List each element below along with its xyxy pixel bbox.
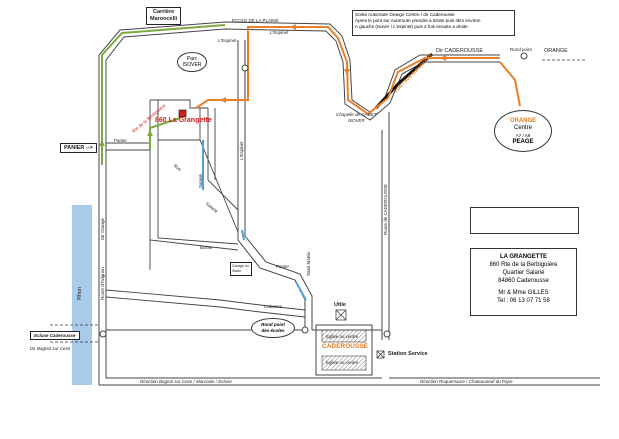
- route-orange: [195, 26, 521, 116]
- route-green-arrows: [99, 130, 153, 146]
- instructions-box: Sortie Autoroute Orange Centre / dir Cad…: [352, 10, 515, 36]
- parc-isover-line-2: ISOVER: [182, 62, 202, 68]
- contact-tel[interactable]: Tel : 06 13 07 71 58: [497, 298, 550, 304]
- orange-centre-oval: ORANGE Centre A7 / A9 PEAGE: [494, 110, 552, 152]
- rond-point-ecoles-oval: Rond point des écoles: [251, 318, 295, 338]
- carriere-line-2: Maroncelli: [150, 16, 178, 22]
- rte-avignon-label: Route d'Avignon: [100, 267, 105, 300]
- chapelle-label: Chapelle de GABET ISOVER: [336, 112, 377, 124]
- panier-road-label: Panier: [114, 138, 128, 143]
- espinet-top-label: L'Espinet: [218, 38, 237, 43]
- salarie-label: Salarié: [198, 173, 203, 188]
- ring-road: [98, 21, 500, 348]
- orange-centre-line-4: PEAGE: [512, 139, 534, 145]
- espinet-mid-label: L'Espinet: [270, 30, 289, 35]
- caderousse-town-label: CADEROUSSE: [322, 343, 368, 350]
- panier-box: PANIER -->: [60, 143, 97, 153]
- orange-centre-line-1: ORANGE: [509, 118, 537, 124]
- river: [72, 205, 92, 385]
- rond-point-ecoles: [301, 326, 309, 334]
- interior-roads: [105, 99, 382, 331]
- garage-label: Garage du Stade: [230, 262, 252, 276]
- parc-isover-oval: Parc ISOVER: [177, 52, 207, 72]
- orange-centre-line-2: Centre: [513, 125, 532, 131]
- contact-title: LA GRANGETTE: [499, 254, 548, 260]
- ecole-plaine-label: ECOLE DE LA PLAINE: [232, 18, 279, 23]
- chapelle-line-1: Chapelle de GABET: [336, 112, 377, 117]
- saint-martin-label: Saint Martin: [306, 251, 311, 276]
- rond-point-station: [383, 330, 391, 338]
- station-service-label: Station Service: [388, 351, 428, 357]
- cabanes-label: Cabanes: [264, 304, 283, 309]
- rond-point-ecoles-line-2: des écoles: [261, 328, 285, 333]
- route-caderousse-label: Route de CADEROUSSE: [383, 183, 388, 235]
- contact-address-1: 860 Rte de la Berbiguière: [489, 262, 558, 268]
- dir-orange-label: Dir Orange: [100, 217, 105, 240]
- dir-caderousse-top-label: Dir CADEROUSSE: [436, 48, 484, 54]
- rond-point-small-label: Rond point: [510, 47, 532, 52]
- la-grangette-label[interactable]: 860 La Grangette: [155, 117, 212, 124]
- house-marker[interactable]: [178, 109, 187, 118]
- rond-point-orange: [520, 52, 528, 60]
- route-green: [101, 24, 226, 165]
- bottom-left-direction: Direction Bagnol sur Ceze / Marcoule / E…: [140, 379, 232, 384]
- orange-centre-line-3: A7 / A9: [515, 133, 531, 138]
- dashed-arrows: [50, 59, 585, 343]
- espinet-road: [237, 40, 313, 330]
- route-blue: [202, 140, 307, 301]
- contact-names: Mr & Mme GILLES: [498, 290, 549, 296]
- utile-label: Utile: [334, 302, 346, 308]
- carriere-line-1: Carrière: [153, 9, 175, 15]
- espinet-vertical-label: L'Espinet: [239, 141, 244, 160]
- contact-address-2: Quartier Salarié: [502, 270, 545, 276]
- instruction-line-2: Apres le pont sur Autoroute prendre a dr…: [355, 18, 481, 23]
- dir-bagnols-label: Dir Bagnol sur Ceze: [30, 346, 71, 351]
- rhon-label: Rhon: [77, 286, 83, 300]
- route-caderousse: [381, 112, 390, 340]
- contact-address-3: 84860 Caderousse: [498, 278, 549, 284]
- carriere-label: Carrière Maroncelli: [146, 7, 182, 25]
- panier-south-label: Panier: [276, 264, 290, 269]
- ecluse-label: Ecluse Caderousse: [30, 331, 80, 340]
- route-orange-arrows: [220, 24, 446, 103]
- caderousse-town: [315, 309, 385, 376]
- instruction-line-1: Sortie Autoroute Orange Centre / dir Cad…: [355, 12, 455, 17]
- eglise-line-1: Eglise ou centre: [326, 334, 359, 339]
- parc-isover-line-1: Parc: [186, 56, 198, 62]
- bottom-right-direction: Direction Roquemaure / Chateauneuf du Pa…: [420, 379, 513, 384]
- chapelle-line-2: ISOVER: [347, 118, 365, 123]
- contact-box: LA GRANGETTE 860 Rte de la Berbiguière Q…: [470, 248, 577, 316]
- rond-point-ecluse: [99, 330, 107, 338]
- rond-point-ecoles-line-1: Rond point: [261, 322, 285, 327]
- rond-point-north: [241, 64, 249, 72]
- bottom-road: [98, 348, 600, 386]
- bosse-label: Bosse: [200, 245, 213, 250]
- orange-top-label: ORANGE: [544, 48, 568, 54]
- instruction-line-3: A gauche (Isover / L'espinet) puis 2 foi…: [355, 24, 468, 29]
- eglise-line-2: Eglise ou centre: [326, 360, 359, 365]
- empty-box: [470, 207, 579, 234]
